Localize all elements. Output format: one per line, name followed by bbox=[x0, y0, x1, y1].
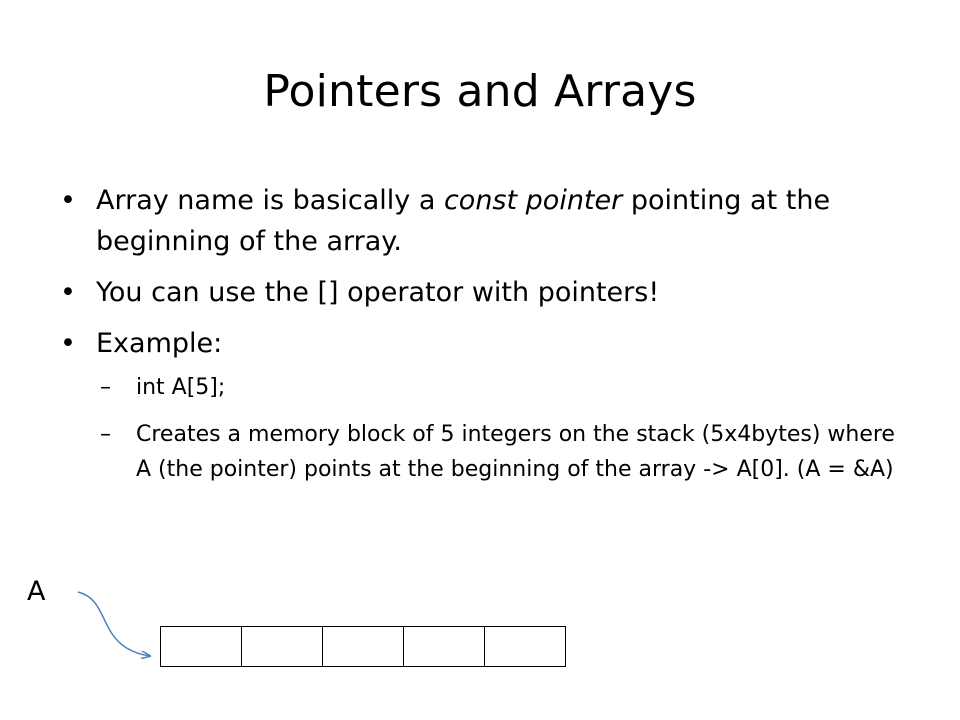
bullet-list: • Array name is basically a const pointe… bbox=[60, 180, 920, 499]
memory-block bbox=[160, 626, 566, 667]
memory-cell bbox=[323, 627, 404, 666]
bullet-text-suffix: pointing at the beginning of the array. bbox=[96, 185, 831, 257]
memory-cell bbox=[161, 627, 242, 666]
sub-bullet-item-explanation: – Creates a memory block of 5 integers o… bbox=[96, 417, 896, 487]
bullet-text-emphasis: const pointer bbox=[443, 185, 623, 216]
bullet-item-example: • Example: – int A[5]; – Creates a memor… bbox=[60, 323, 920, 487]
memory-cell bbox=[485, 627, 566, 666]
memory-cell bbox=[404, 627, 485, 666]
memory-cell bbox=[242, 627, 323, 666]
sub-bullet-text: int A[5]; bbox=[136, 375, 226, 400]
bullet-item-operator: • You can use the [] operator with point… bbox=[60, 272, 920, 313]
bullet-glyph: • bbox=[60, 277, 76, 308]
sub-bullet-list: – int A[5]; – Creates a memory block of … bbox=[96, 370, 920, 487]
bullet-text: Example: bbox=[96, 328, 223, 359]
sub-bullet-text: Creates a memory block of 5 integers on … bbox=[136, 422, 895, 482]
bullet-text-prefix: Array name is basically a bbox=[96, 185, 444, 216]
bullet-text: You can use the [] operator with pointer… bbox=[96, 277, 660, 308]
dash-glyph: – bbox=[100, 422, 111, 447]
pointer-label: A bbox=[27, 576, 46, 607]
bullet-item-array-name: • Array name is basically a const pointe… bbox=[60, 180, 920, 262]
pointer-arrow-curve bbox=[77, 591, 150, 656]
slide-title: Pointers and Arrays bbox=[263, 66, 697, 117]
bullet-glyph: • bbox=[60, 185, 76, 216]
sub-bullet-item-declaration: – int A[5]; bbox=[96, 370, 896, 405]
dash-glyph: – bbox=[100, 375, 111, 400]
bullet-glyph: • bbox=[60, 328, 76, 359]
